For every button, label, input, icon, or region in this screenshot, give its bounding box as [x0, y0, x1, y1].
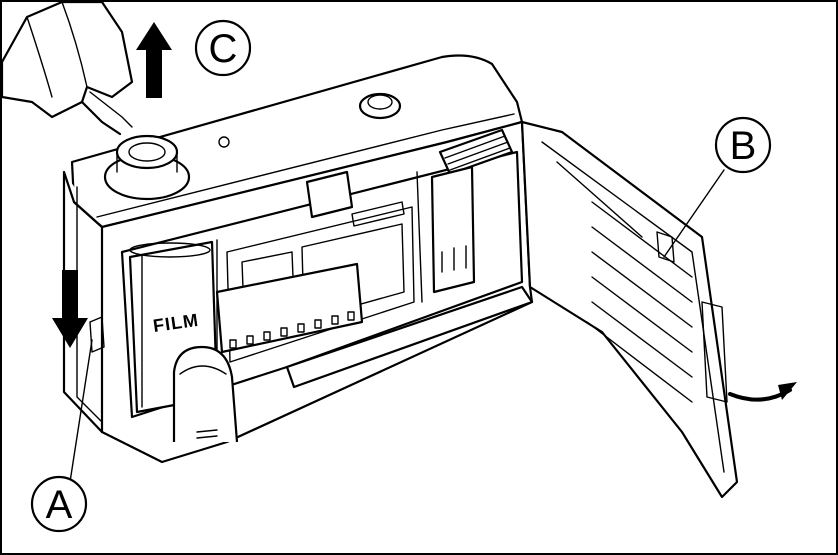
pressure-plate-ridges — [586, 201, 693, 403]
callout-a-label: A — [46, 483, 73, 527]
callout-b-leader — [663, 169, 725, 258]
callout-b-label: B — [730, 124, 757, 168]
film-perforations — [229, 311, 355, 349]
thumbwheel — [438, 128, 514, 176]
callout-b: B — [714, 116, 772, 174]
arrow-down-a — [52, 270, 88, 348]
camera-back-door — [520, 120, 739, 499]
callout-a-leader — [69, 339, 93, 483]
callout-c: C — [194, 19, 252, 77]
take-up-spool — [430, 165, 476, 294]
arrow-curved-open — [728, 382, 797, 402]
hand-top-left — [2, 2, 134, 136]
rewind-knob — [103, 134, 191, 201]
arrow-up-c — [136, 22, 172, 98]
callout-a: A — [30, 475, 88, 533]
finger-bottom-center — [172, 345, 239, 443]
callout-c-label: C — [209, 27, 238, 71]
